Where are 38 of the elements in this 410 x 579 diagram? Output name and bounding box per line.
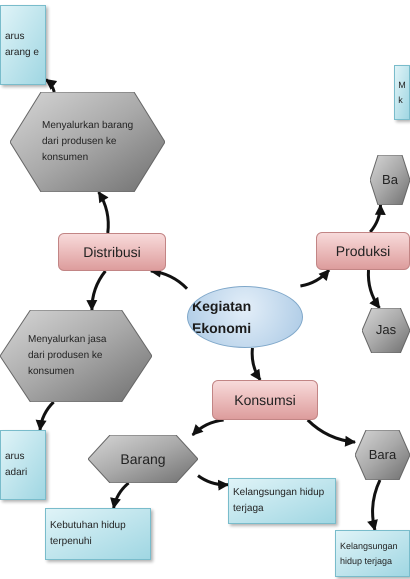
node-text: M k — [398, 79, 406, 106]
node-text: Kebutuhan hidup terpenuhi — [50, 519, 127, 549]
node-text: Bara — [368, 446, 396, 464]
category-box — [316, 232, 410, 270]
category-box — [58, 233, 166, 271]
result-box — [45, 508, 151, 560]
arrow — [366, 270, 381, 309]
arrow — [367, 479, 382, 532]
node-text: arus arang e — [5, 30, 40, 60]
node-text: arus adari — [5, 450, 28, 480]
node-text: Ba — [382, 170, 398, 189]
arrow — [300, 268, 330, 288]
arrow — [197, 474, 230, 490]
node-text: Jas — [376, 321, 396, 340]
node-text: Kelangsungan hidup terjaga — [233, 486, 326, 516]
node-text: Kelangsungan hidup terjaga — [340, 540, 399, 568]
arrow — [110, 482, 130, 510]
node-text: Konsumsi — [234, 390, 296, 410]
arrow — [306, 418, 356, 446]
result-box — [394, 65, 410, 120]
result-box — [0, 5, 46, 85]
result-box — [335, 530, 410, 577]
arrow — [86, 270, 107, 312]
arrow — [45, 78, 58, 92]
node-text: Menyalurkan jasa dari produsen ke konsumen — [28, 333, 108, 379]
category-box — [212, 380, 318, 420]
arrow — [192, 418, 224, 436]
node-text: Kegiatan Ekonomi — [192, 296, 252, 338]
node-text: Distribusi — [83, 242, 141, 262]
node-text: Menyalurkan barang dari produsen ke konsumen — [42, 119, 134, 165]
result-box — [228, 478, 336, 524]
arrow — [97, 191, 110, 234]
result-box — [0, 430, 46, 500]
node-text: Barang — [120, 450, 166, 469]
arrow — [250, 348, 262, 381]
arrow — [36, 400, 55, 432]
arrow — [369, 204, 386, 233]
node-text: Produksi — [336, 242, 390, 261]
